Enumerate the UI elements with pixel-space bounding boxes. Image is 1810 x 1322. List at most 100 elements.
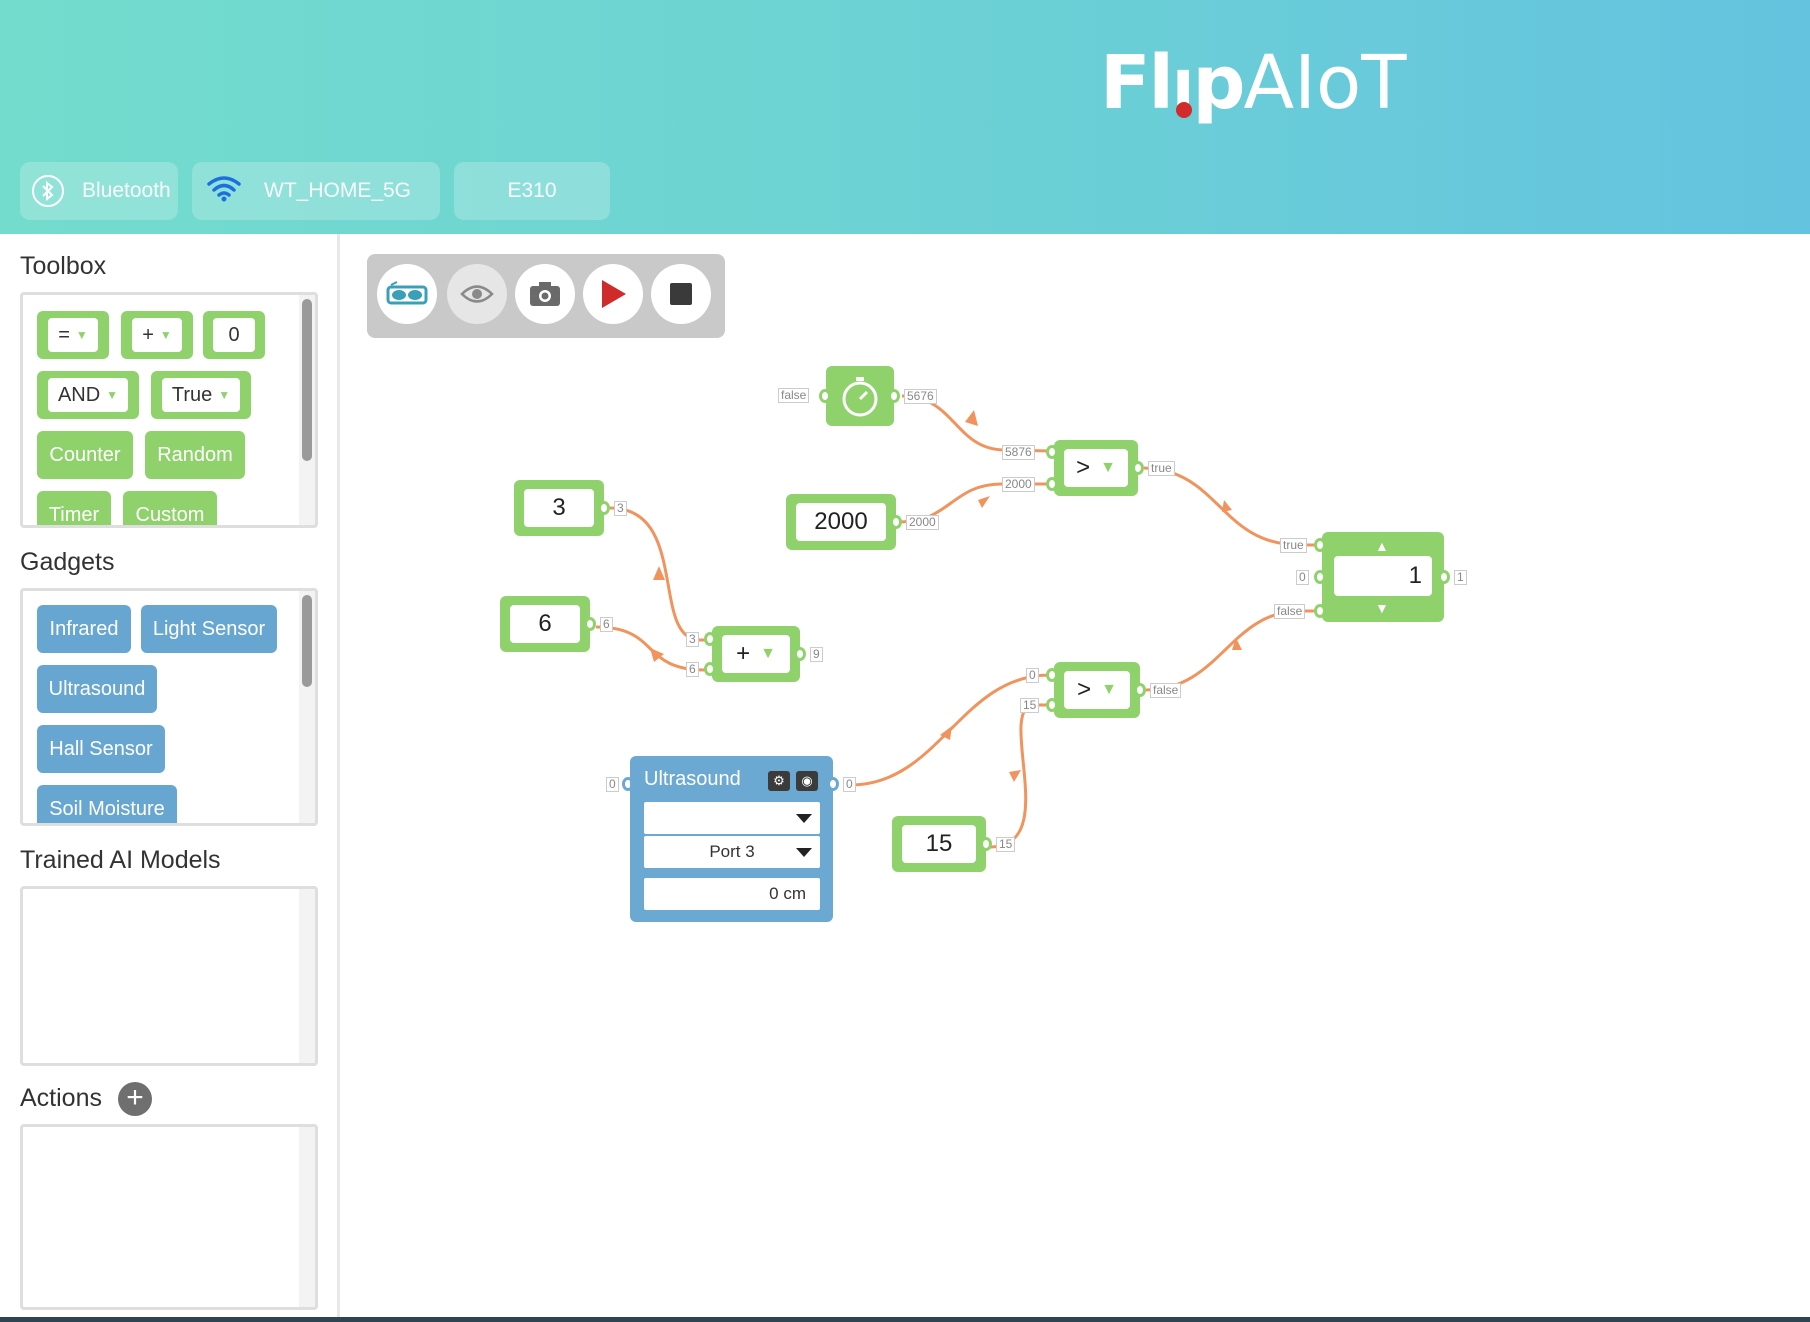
number-node-2000[interactable]: 2000 [786,494,896,550]
number-node-6[interactable]: 6 [500,596,590,652]
bluetooth-icon [32,175,64,207]
cmp2-input-a-label: 0 [1026,668,1039,683]
toolbox-true-block[interactable]: True▼ [151,371,251,419]
number-node-3[interactable]: 3 [514,480,604,536]
cmp1-input-b-label: 2000 [1002,477,1035,492]
timer-input-port[interactable] [819,389,831,403]
toolbox-equals-block[interactable]: =▼ [37,311,109,359]
gear-icon[interactable]: ⚙ [768,771,790,791]
play-icon[interactable] [583,264,643,324]
toolbox-and-block[interactable]: AND▼ [37,371,139,419]
logo-dot [1176,102,1192,118]
glasses-icon[interactable] [377,264,437,324]
camera-icon[interactable] [515,264,575,324]
sidebar: Toolbox =▼ +▼ 0 AND▼ True▼ Counter Rando… [0,234,340,1322]
number-node-value[interactable]: 2000 [796,503,886,541]
gadgets-scrollbar[interactable] [302,595,312,687]
ultrasound-output-port[interactable] [827,777,839,791]
num3-output-label: 3 [614,501,627,516]
num2000-output-label: 2000 [906,515,939,530]
number-node-value[interactable]: 3 [524,489,594,527]
wifi-button[interactable]: WT_HOME_5G [192,162,440,220]
device-label: E310 [507,179,557,202]
num2000-output-port[interactable] [890,515,902,529]
add-input-b-label: 6 [686,662,699,677]
cmp2-output-label: false [1150,683,1182,698]
number-node-15[interactable]: 15 [892,816,986,872]
toolbox-custom-block[interactable]: Custom [123,491,217,525]
bluetooth-label: Bluetooth [82,179,171,202]
actions-panel [20,1124,318,1310]
trained-models-title: Trained AI Models [20,846,221,874]
cmp2-input-b-port[interactable] [1046,698,1058,712]
switch-output-port[interactable] [1438,570,1450,584]
compare-node-1[interactable]: >▼ [1054,440,1138,496]
dropdown-icon: ▼ [1100,459,1116,476]
trained-models-panel [20,886,318,1066]
ultrasound-node[interactable]: Ultrasound ⚙ ◉ Port 3 0 cm [630,756,833,922]
ultrasound-port-select[interactable]: Port 3 [644,836,820,868]
actions-scrollbar-track [299,1127,315,1307]
eye-icon[interactable]: ◉ [796,771,818,791]
timer-output-label: 5676 [904,389,937,404]
toolbox-counter-block[interactable]: Counter [37,431,133,479]
dropdown-icon: ▼ [218,388,231,402]
bluetooth-button[interactable]: Bluetooth [20,162,178,220]
add-input-b-port[interactable] [704,662,716,676]
switch-mid-port[interactable] [1314,570,1326,584]
toolbox-timer-block[interactable]: Timer [37,491,111,525]
operator-select[interactable]: +▼ [722,635,790,673]
add-action-icon[interactable]: + [118,1082,152,1116]
operator-select[interactable]: >▼ [1064,449,1128,487]
compare-node-2[interactable]: >▼ [1054,662,1140,718]
switch-false-port[interactable] [1314,604,1326,618]
eye-icon[interactable] [447,264,507,324]
cmp1-output-port[interactable] [1132,461,1144,475]
operator-select[interactable]: >▼ [1064,671,1130,709]
stopwatch-icon [842,377,878,417]
num6-output-port[interactable] [584,617,596,631]
cmp1-output-label: true [1148,461,1175,476]
num6-output-label: 6 [600,617,613,632]
number-node-value[interactable]: 6 [510,605,580,643]
cmp2-input-b-label: 15 [1020,698,1040,713]
num15-output-port[interactable] [980,837,992,851]
toolbox-random-block[interactable]: Random [145,431,245,479]
cmp1-input-b-port[interactable] [1046,477,1058,491]
flow-canvas[interactable] [343,234,1810,1322]
toolbox-scrollbar[interactable] [302,299,312,461]
dropdown-icon: ▼ [760,645,776,662]
cmp1-input-a-port[interactable] [1046,445,1058,459]
device-button[interactable]: E310 [454,162,610,220]
gadget-ultrasound[interactable]: Ultrasound [37,665,157,713]
toolbox-title: Toolbox [20,252,107,280]
gadget-infrared[interactable]: Infrared [37,605,131,653]
add-output-port[interactable] [794,647,806,661]
dropdown-icon: ▼ [106,388,119,402]
add-input-a-port[interactable] [704,632,716,646]
add-input-a-label: 3 [686,632,699,647]
timer-output-port[interactable] [888,389,900,403]
cmp2-output-port[interactable] [1134,683,1146,697]
increment-icon[interactable]: ▲ [1375,538,1389,554]
timer-node[interactable] [826,366,894,426]
cmp2-input-a-port[interactable] [1046,668,1058,682]
add-node[interactable]: +▼ [712,626,800,682]
switch-true-port[interactable] [1314,538,1326,552]
gadget-hall-sensor[interactable]: Hall Sensor [37,725,165,773]
switch-node[interactable]: ▲ 1 ▼ [1322,532,1444,622]
num3-output-port[interactable] [598,501,610,515]
wifi-icon [206,174,242,208]
gadgets-title: Gadgets [20,548,115,576]
number-node-value[interactable]: 15 [902,825,976,863]
toolbox-plus-block[interactable]: +▼ [121,311,193,359]
gadget-soil-moisture[interactable]: Soil Moisture [37,785,177,823]
ultrasound-reading: 0 cm [644,878,820,910]
decrement-icon[interactable]: ▼ [1375,600,1389,616]
switch-value[interactable]: 1 [1334,556,1432,596]
stop-icon[interactable] [651,264,711,324]
gadget-light-sensor[interactable]: Light Sensor [141,605,277,653]
ultrasound-select[interactable] [644,802,820,834]
switch-false-label: false [1274,604,1306,619]
toolbox-number-block[interactable]: 0 [203,311,265,359]
